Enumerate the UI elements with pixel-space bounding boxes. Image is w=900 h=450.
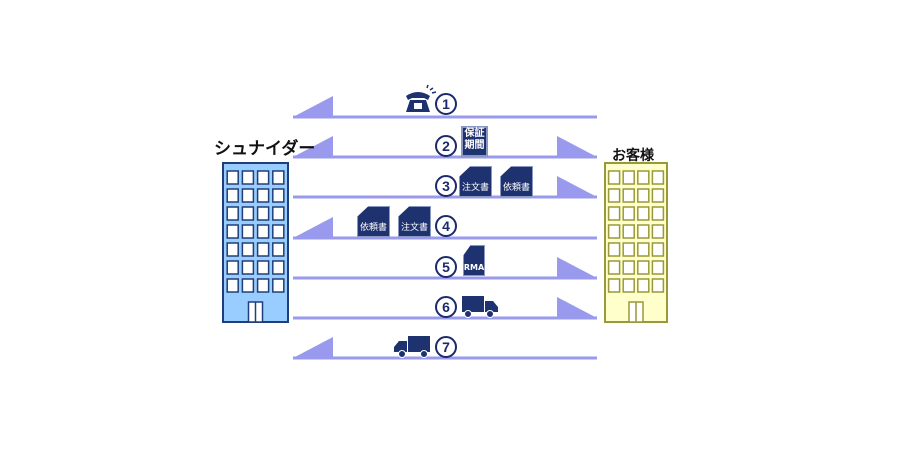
window: [272, 170, 285, 185]
step-7-number: 7: [435, 336, 457, 358]
window: [607, 206, 621, 221]
window: [622, 170, 635, 185]
window: [607, 260, 621, 275]
window: [241, 206, 255, 221]
window: [256, 206, 270, 221]
window: [241, 188, 255, 203]
window: [651, 242, 665, 257]
window: [272, 224, 285, 239]
window: [622, 278, 635, 293]
window: [622, 260, 635, 275]
arrowhead-left: [293, 136, 333, 157]
window: [226, 260, 239, 275]
step-1-number: 1: [435, 93, 457, 115]
rma-document-icon: RMA: [463, 245, 485, 276]
window: [226, 224, 239, 239]
window: [607, 170, 621, 185]
window: [256, 224, 270, 239]
phone-icon: [406, 84, 437, 112]
window: [607, 188, 621, 203]
window: [241, 224, 255, 239]
request-form-document-icon: 依頼書: [357, 206, 390, 237]
window: [622, 206, 635, 221]
arrow-line-step-2: [293, 155, 597, 159]
arrowhead-right: [557, 257, 597, 278]
window: [651, 260, 665, 275]
window: [241, 242, 255, 257]
arrowhead-left: [293, 217, 333, 238]
window: [226, 242, 239, 257]
doc-text: 保証: [464, 128, 485, 139]
window: [256, 188, 270, 203]
doc-text: 期間: [464, 140, 485, 151]
step-6-number: 6: [435, 296, 457, 318]
window: [637, 242, 650, 257]
truck-icon: [394, 336, 430, 358]
arrow-line-step-1: [293, 115, 597, 119]
schneider-label: シュナイダー: [214, 139, 316, 159]
customer-label: お客様: [612, 148, 654, 164]
window: [651, 170, 665, 185]
step-5-number: 5: [435, 256, 457, 278]
window: [272, 260, 285, 275]
arrow-line-step-6: [293, 316, 597, 320]
arrowhead-left: [293, 96, 333, 117]
step-3-number: 3: [435, 175, 457, 197]
window: [241, 170, 255, 185]
window: [651, 278, 665, 293]
window: [622, 242, 635, 257]
window: [637, 188, 650, 203]
window: [622, 224, 635, 239]
window: [256, 260, 270, 275]
window: [256, 242, 270, 257]
window: [226, 188, 239, 203]
window: [241, 278, 255, 293]
window: [607, 242, 621, 257]
window: [226, 206, 239, 221]
arrowhead-right: [557, 297, 597, 318]
arrowhead-left: [293, 337, 333, 358]
window: [651, 224, 665, 239]
window: [651, 188, 665, 203]
window: [272, 278, 285, 293]
window: [256, 278, 270, 293]
arrow-line-step-7: [293, 356, 597, 360]
window: [226, 278, 239, 293]
arrow-line-step-5: [293, 276, 597, 280]
arrowhead-right: [557, 136, 597, 157]
step-2-number: 2: [435, 135, 457, 157]
window: [272, 206, 285, 221]
arrow-line-step-3: [293, 195, 597, 199]
window: [637, 260, 650, 275]
window: [637, 224, 650, 239]
window: [637, 278, 650, 293]
window: [637, 170, 650, 185]
window: [607, 278, 621, 293]
window: [651, 206, 665, 221]
window: [272, 242, 285, 257]
window: [241, 260, 255, 275]
window: [272, 188, 285, 203]
truck-icon: [462, 296, 498, 318]
window: [607, 224, 621, 239]
step-4-number: 4: [435, 215, 457, 237]
window: [637, 206, 650, 221]
window: [256, 170, 270, 185]
window: [226, 170, 239, 185]
arrow-line-step-4: [293, 236, 597, 240]
window: [622, 188, 635, 203]
arrowhead-right: [557, 176, 597, 197]
warranty-period-document-icon: 保証 期間: [461, 126, 488, 157]
